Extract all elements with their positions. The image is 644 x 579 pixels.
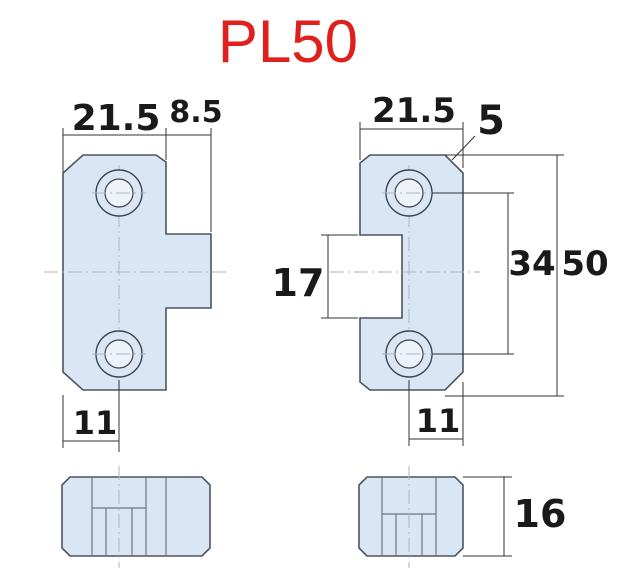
dim-right-hole-offset: 11	[416, 402, 461, 440]
left-plate-view: 21.5 8.5 11	[44, 95, 230, 452]
dim-left-top-width: 21.5	[72, 98, 161, 139]
dim-right-hole-spacing: 34	[508, 244, 555, 284]
right-side-outline	[358, 476, 464, 557]
dim-right-slot-height: 17	[272, 261, 325, 305]
right-plate-view: 21.5 5 17 34 50 11	[272, 91, 609, 446]
dim-right-top-width: 21.5	[372, 91, 456, 131]
right-bottom-hole	[382, 330, 436, 378]
right-side-view: 16	[358, 466, 567, 568]
dim-left-hole-offset: 11	[73, 404, 118, 442]
left-bottom-hole	[92, 330, 146, 378]
drawing-title: PL50	[218, 8, 358, 75]
right-top-hole	[382, 169, 436, 217]
dim-thickness: 16	[514, 492, 567, 536]
dim-right-chamfer: 5	[477, 98, 505, 144]
dim-left-tab-width: 8.5	[169, 95, 222, 130]
left-top-hole	[92, 169, 146, 217]
left-side-view	[61, 466, 211, 568]
left-plate-outline	[62, 154, 212, 391]
left-side-outline	[61, 476, 211, 557]
dim-right-total-height: 50	[561, 244, 608, 284]
